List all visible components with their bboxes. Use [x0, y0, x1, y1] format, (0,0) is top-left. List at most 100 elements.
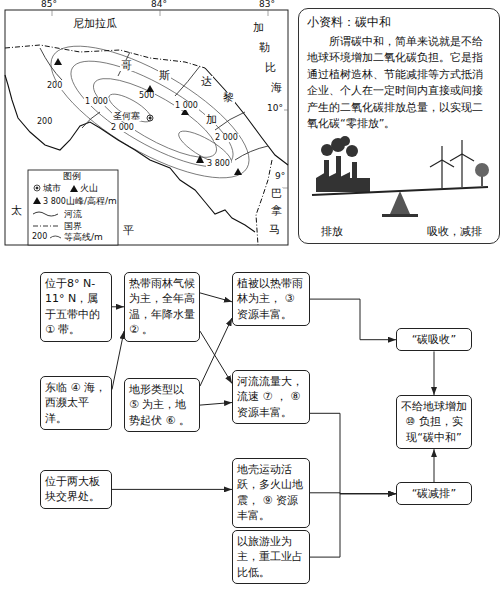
box-text: 地形类型以 ⑤ 为主，地势起伏 ⑥ 。 — [129, 382, 195, 428]
process-box: 东临 ④ 海，西濒太平洋。 — [40, 376, 112, 430]
wind-turbine-icon-part — [450, 154, 462, 161]
box-text: 植被以热带雨林为主， ③ 资源丰富。 — [237, 276, 305, 322]
flow-arrow — [310, 299, 396, 340]
rivers-part — [235, 146, 268, 160]
process-box: 热带雨林气候为主，全年高温，年降水量 ② 。 — [124, 272, 200, 342]
map-legend-part — [36, 187, 38, 189]
flow-arrow — [200, 318, 232, 386]
flow-arrow — [310, 413, 396, 493]
map-legend-part — [28, 170, 118, 245]
volcano-symbols-part — [54, 58, 62, 65]
legend-sample-label: 3 800 — [42, 198, 67, 206]
contour-lines-part — [175, 125, 236, 171]
box-text: “碳减排” — [401, 486, 467, 501]
city-symbol — [147, 115, 153, 121]
wind-turbine-icon-part — [462, 154, 474, 161]
map-part — [5, 10, 288, 245]
illustration-caption: 排放 — [321, 225, 343, 238]
volcano-symbols-part — [234, 168, 242, 175]
map-label: 200 — [36, 118, 53, 126]
map-label: 海 — [270, 82, 283, 93]
map-legend-part — [70, 185, 78, 192]
box-text: 地壳运动活跃，多火山地震， ⑨ 资源丰富。 — [237, 462, 305, 524]
map-label: 1 000 — [174, 102, 199, 110]
volcano-symbols-part — [146, 85, 154, 92]
graticule-part — [160, 10, 161, 16]
map-legend-part — [50, 236, 61, 238]
flow-arrow — [200, 293, 232, 302]
map-label: 尼加拉瓜 — [72, 18, 118, 29]
process-box: 以旅游业为主，重工业占比低。 — [232, 530, 310, 584]
factory-icon-part — [340, 136, 350, 146]
city-symbol-part — [149, 117, 151, 119]
carbon-balance-illustration — [312, 136, 489, 217]
contour-lines-part — [33, 21, 267, 202]
tree-icon-part — [475, 163, 489, 177]
legend-label: 城市 — [43, 184, 61, 193]
map-label: 斯 — [158, 70, 171, 81]
contour-lines-part — [84, 65, 226, 171]
process-box: 位于8° N-11° N，属于五带中的 ① 带。 — [40, 272, 112, 342]
graticule-part — [268, 10, 269, 16]
legend-label: 山峰/高程/m — [66, 197, 117, 206]
graticule — [52, 10, 288, 188]
map-label: 9° — [274, 172, 286, 181]
legend-sample-label: 200 — [31, 233, 48, 241]
panel-title: 小资料：碳中和 — [307, 15, 491, 31]
process-box: 河流流量大，流速 ⑦ ， ⑧ 资源丰富。 — [232, 370, 310, 424]
factory-icon-part — [316, 172, 370, 192]
map-label: 哥 — [120, 60, 133, 71]
map-label: 比 — [264, 62, 277, 73]
map-label: 2 000 — [110, 124, 135, 132]
box-text: 以旅游业为主，重工业占比低。 — [237, 534, 305, 580]
map-legend — [28, 170, 118, 245]
map-label: 3 800 — [206, 160, 231, 168]
box-text: 东临 ④ 海，西濒太平洋。 — [45, 380, 107, 426]
national-border-part — [5, 45, 205, 68]
legend-label: 等高线/m — [64, 233, 103, 242]
wind-turbine-icon-part — [441, 146, 442, 160]
map-label: 200 — [46, 82, 63, 90]
legend-sample-label: 图例 — [62, 172, 82, 181]
map-legend-part — [34, 185, 40, 191]
process-box: “碳吸收” — [396, 328, 472, 351]
flow-arrow — [112, 306, 124, 307]
process-box: 地形类型以 ⑤ 为主，地势起伏 ⑥ 。 — [124, 378, 200, 432]
national-border — [5, 45, 272, 245]
legend-label: 火山 — [80, 184, 98, 193]
box-text: 热带雨林气候为主，全年高温，年降水量 ② 。 — [129, 276, 195, 338]
flow-arrow — [434, 351, 435, 395]
box-text: 河流流量大，流速 ⑦ ， ⑧ 资源丰富。 — [237, 374, 305, 420]
contour-lines-part — [105, 89, 155, 127]
map — [5, 10, 288, 245]
volcano-symbols — [54, 58, 242, 175]
map-label: 勒 — [258, 42, 271, 53]
map-legend-part — [33, 197, 41, 204]
wind-turbine-icon-part — [461, 140, 462, 154]
map-label: 平 — [122, 225, 135, 236]
factory-icon — [316, 136, 370, 192]
map-label: 达 — [200, 76, 213, 87]
panel-body: 所谓碳中和，简单来说就是不给地球环境增加二氧化碳负担。它是指通过植树造林、节能减… — [307, 34, 491, 133]
rivers-part — [175, 66, 200, 96]
process-box: “碳减排” — [396, 482, 472, 505]
map-label: 2 000 — [214, 134, 239, 142]
contour-lines-part — [57, 42, 246, 186]
rivers — [40, 48, 268, 160]
balance-base — [382, 214, 418, 217]
city-symbol-part — [147, 115, 153, 121]
process-box: 地壳运动活跃，多火山地震， ⑨ 资源丰富。 — [232, 458, 310, 528]
map-label: 太 — [10, 205, 23, 216]
peak-symbol — [196, 155, 204, 163]
map-label: 马 — [268, 224, 281, 235]
box-text: 位于8° N-11° N，属于五带中的 ① 带。 — [45, 276, 107, 338]
legend-label: 国界 — [64, 222, 82, 231]
map-legend-part — [33, 226, 58, 227]
map-label: 黎 — [222, 92, 235, 103]
map-label: 85° — [40, 0, 58, 9]
map-label: 圣何塞 — [112, 112, 141, 121]
map-label: 加 — [205, 114, 218, 125]
graticule-part — [52, 10, 53, 16]
rivers-part — [82, 112, 100, 128]
